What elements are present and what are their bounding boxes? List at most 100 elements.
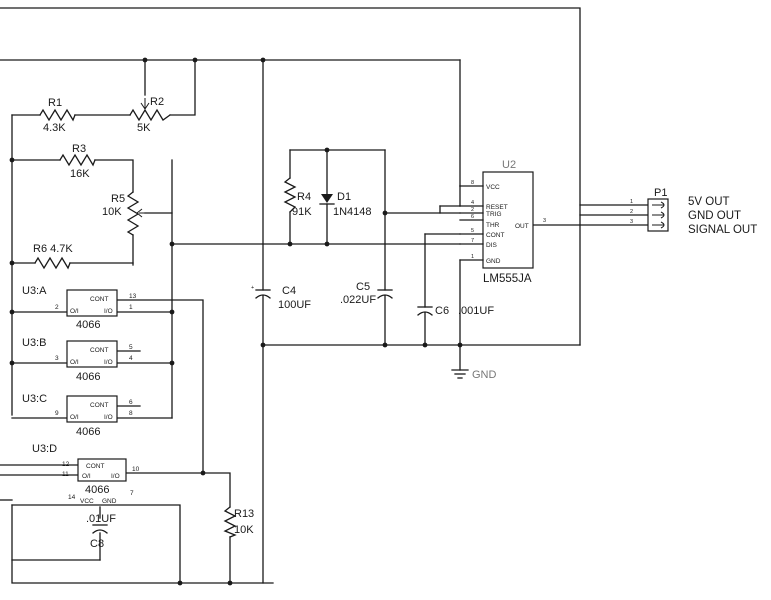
diode-d1: D1 1N4148	[319, 191, 372, 218]
svg-text:3: 3	[543, 218, 546, 224]
r5-value: 10K	[102, 206, 122, 218]
d1-value: 1N4148	[333, 206, 372, 218]
potentiometer-r2: R2 5K	[129, 96, 171, 134]
svg-text:VCC: VCC	[486, 184, 500, 191]
r13-ref: R13	[234, 508, 254, 520]
svg-text:I/O: I/O	[104, 359, 113, 366]
c8-value: .01UF	[86, 513, 116, 525]
svg-text:O/I: O/I	[70, 308, 79, 315]
svg-text:3: 3	[55, 355, 59, 362]
potentiometer-r5: R5 10K	[102, 191, 145, 236]
svg-text:12: 12	[62, 461, 70, 468]
r1-ref: R1	[48, 97, 62, 109]
c6-value: .001UF	[458, 305, 494, 317]
svg-text:2: 2	[55, 304, 59, 311]
u3c-ref: U3:C	[22, 393, 47, 405]
svg-text:GND: GND	[486, 258, 501, 265]
resistor-r4: R4 91K	[283, 177, 312, 218]
svg-text:10: 10	[132, 466, 140, 473]
svg-text:2: 2	[471, 207, 474, 213]
svg-text:I/O: I/O	[104, 308, 113, 315]
r3-ref: R3	[72, 143, 86, 155]
u2-ref: U2	[502, 159, 516, 171]
svg-text:DIS: DIS	[486, 242, 498, 249]
svg-text:CONT: CONT	[486, 232, 504, 239]
label-5v-out: 5V OUT	[688, 196, 730, 208]
svg-text:8: 8	[129, 410, 133, 417]
label-signal-out: SIGNAL OUT	[688, 224, 757, 236]
svg-text:OUT: OUT	[515, 223, 529, 230]
switch-u3a: U3:A CONT O/I I/O 2 1 13 4066	[22, 285, 137, 331]
svg-text:TRIG: TRIG	[486, 211, 502, 218]
switch-u3c: U3:C CONT O/I I/O 9 8 6 4066	[22, 393, 133, 438]
svg-text:1: 1	[129, 304, 133, 311]
capacitor-c5: C5 .022UF	[340, 281, 393, 306]
svg-text:O/I: O/I	[70, 414, 79, 421]
svg-text:6: 6	[471, 214, 474, 220]
svg-text:3: 3	[630, 219, 633, 225]
svg-text:GND: GND	[102, 498, 117, 505]
svg-text:+: +	[251, 285, 254, 291]
resistor-r3: R3 16K	[59, 143, 96, 180]
switch-u3b: U3:B CONT O/I I/O 3 4 5 4066	[22, 337, 133, 383]
c6-ref: C6	[435, 305, 449, 317]
svg-text:CONT: CONT	[90, 296, 108, 303]
r3-value: 16K	[70, 168, 90, 180]
svg-text:I/O: I/O	[104, 414, 113, 421]
svg-text:CONT: CONT	[90, 347, 108, 354]
u3b-ref: U3:B	[22, 337, 46, 349]
ground-symbol: GND	[451, 369, 497, 381]
r4-value: 91K	[292, 206, 312, 218]
d1-ref: D1	[337, 191, 351, 203]
u3a-part: 4066	[76, 319, 100, 331]
svg-text:RESET: RESET	[486, 204, 508, 211]
r2-value: 5K	[137, 122, 151, 134]
resistor-r1: R1 4.3K	[39, 97, 76, 134]
junction-dots	[9, 57, 463, 586]
r5-ref: R5	[111, 193, 125, 205]
capacitor-c6: C6 .001UF	[417, 305, 494, 317]
svg-text:THR: THR	[486, 222, 500, 229]
svg-text:14: 14	[68, 494, 76, 501]
resistor-r13: R13 10K	[223, 506, 254, 538]
svg-text:4: 4	[129, 355, 133, 362]
gnd-label: GND	[472, 369, 497, 381]
svg-text:1: 1	[471, 254, 474, 260]
svg-text:CONT: CONT	[90, 402, 108, 409]
u3d-part: 4066	[85, 484, 109, 496]
timer-u2: U2 LM555JA VCC RESET TRIG THR CONT DIS G…	[459, 159, 546, 285]
label-gnd-out: GND OUT	[688, 210, 741, 222]
svg-text:I/O: I/O	[111, 473, 120, 480]
svg-text:8: 8	[471, 180, 474, 186]
r6-label: R6 4.7K	[33, 243, 73, 255]
svg-text:13: 13	[129, 293, 137, 300]
r1-value: 4.3K	[43, 122, 66, 134]
svg-text:CONT: CONT	[86, 463, 104, 470]
svg-text:7: 7	[471, 238, 474, 244]
svg-text:2: 2	[630, 209, 633, 215]
r13-value: 10K	[234, 524, 254, 536]
svg-text:VCC: VCC	[80, 498, 94, 505]
svg-text:1: 1	[630, 199, 633, 205]
svg-text:4: 4	[471, 200, 474, 206]
capacitor-c8: .01UF C8	[86, 513, 116, 550]
u3a-ref: U3:A	[22, 285, 47, 297]
svg-text:5: 5	[471, 228, 474, 234]
p1-ref: P1	[654, 187, 667, 199]
c4-ref: C4	[282, 285, 296, 297]
switch-u3d: U3:D CONT O/I I/O 12 11 10 4066 VCC GND …	[32, 443, 140, 505]
c5-value: .022UF	[340, 294, 376, 306]
u3b-part: 4066	[76, 371, 100, 383]
c4-value: 100UF	[278, 299, 311, 311]
svg-text:9: 9	[55, 410, 59, 417]
u3d-ref: U3:D	[32, 443, 57, 455]
u3c-part: 4066	[76, 426, 100, 438]
svg-text:5: 5	[129, 344, 133, 351]
capacitor-c4: + C4 100UF	[251, 285, 311, 311]
u2-part: LM555JA	[483, 273, 532, 285]
c8-ref: C8	[90, 538, 104, 550]
svg-text:6: 6	[129, 399, 133, 406]
svg-text:O/I: O/I	[70, 359, 79, 366]
c5-ref: C5	[356, 281, 370, 293]
